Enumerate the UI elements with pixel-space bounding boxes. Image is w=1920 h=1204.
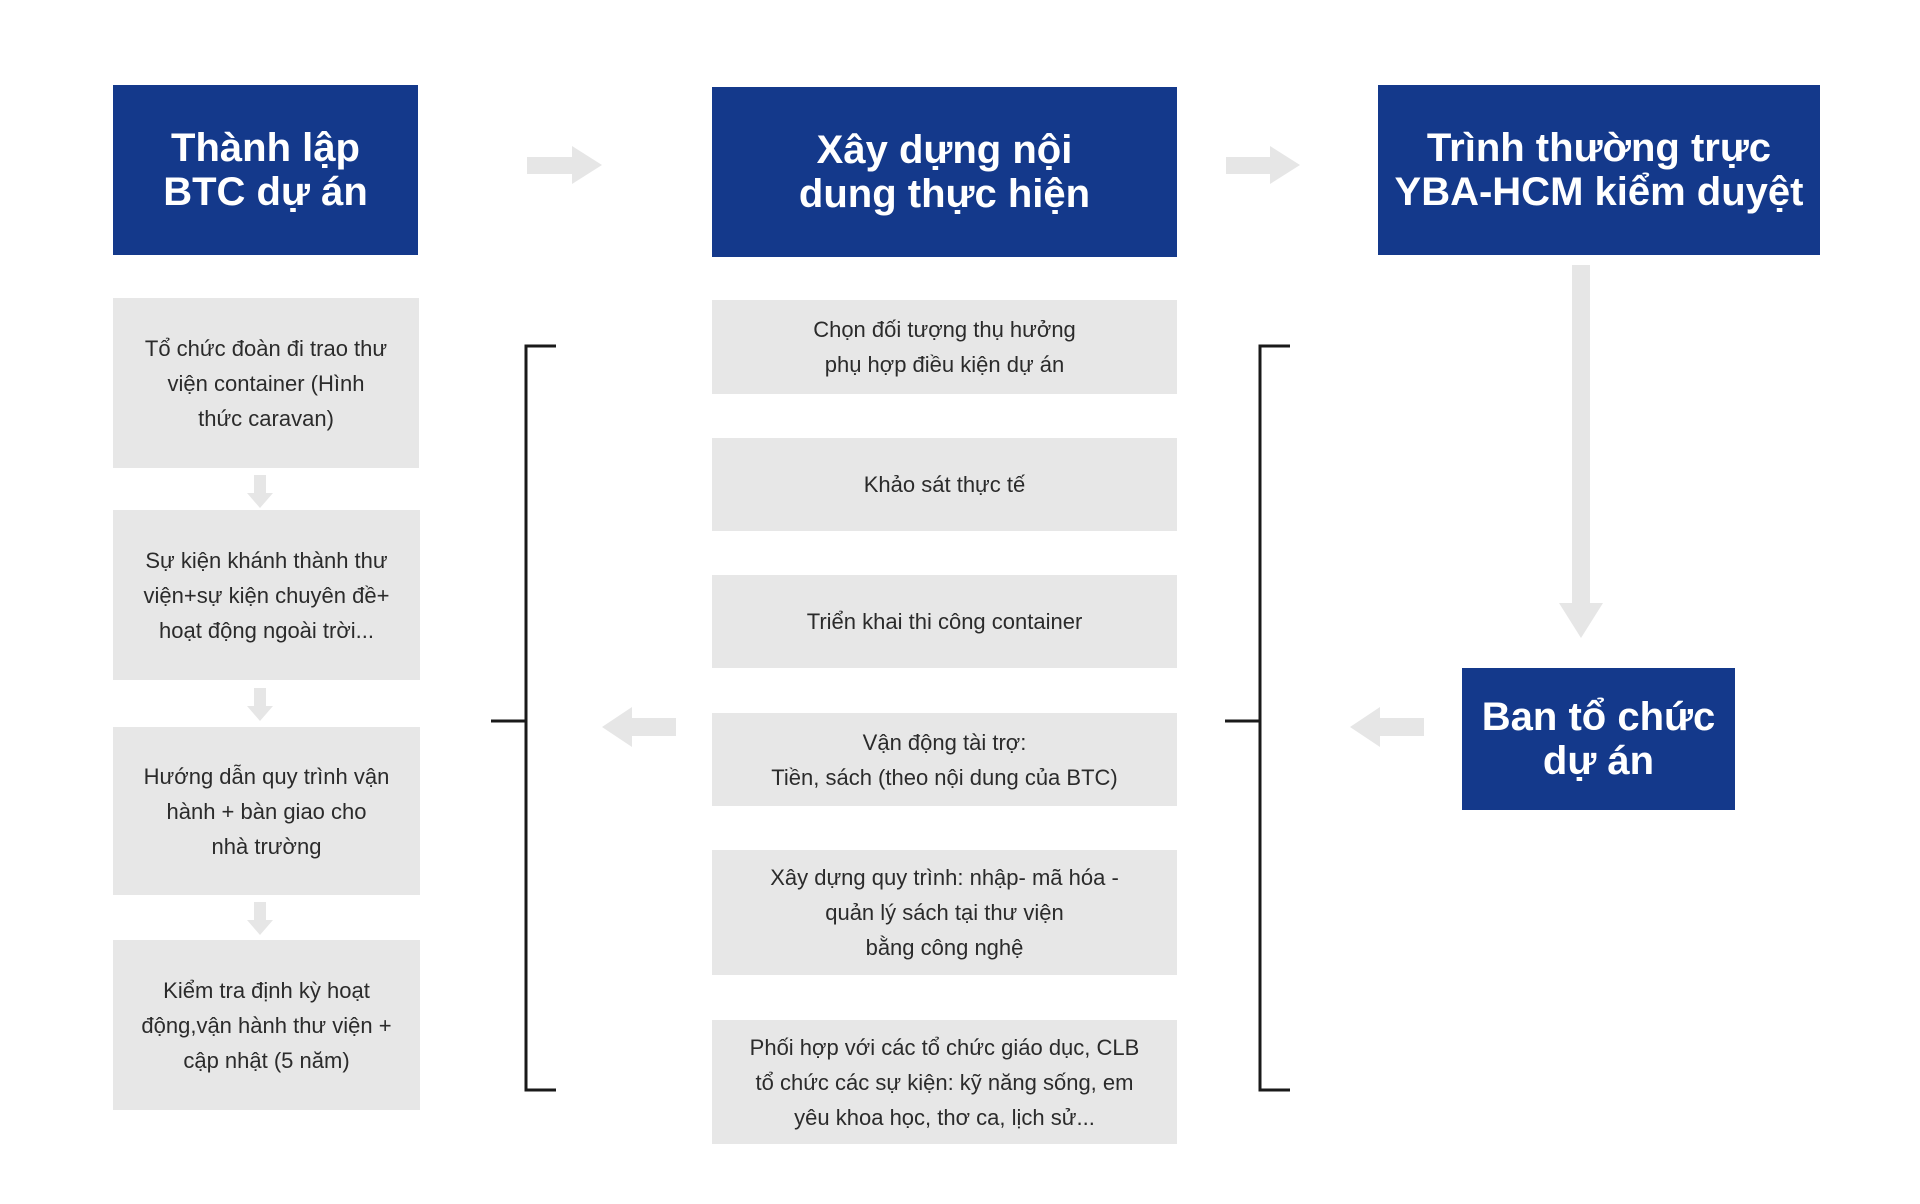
middle-step-3: Triển khai thi công container <box>712 575 1177 668</box>
left-step-4: Kiểm tra định kỳ hoạt động,vận hành thư … <box>113 940 420 1110</box>
arrow-down-small-2 <box>247 688 273 721</box>
middle-step-5: Xây dựng quy trình: nhập- mã hóa - quản … <box>712 850 1177 975</box>
header-xay-dung-noi-dung: Xây dựng nội dung thực hiện <box>712 87 1177 257</box>
bracket-left <box>491 344 556 1092</box>
header-ban-to-chuc: Ban tổ chức dự án <box>1462 668 1735 810</box>
left-step-3: Hướng dẫn quy trình vận hành + bàn giao … <box>113 727 420 895</box>
left-step-2: Sự kiện khánh thành thư viện+sự kiện chu… <box>113 510 420 680</box>
left-step-1: Tổ chức đoàn đi trao thư viện container … <box>113 298 419 468</box>
arrow-right-2 <box>1226 146 1300 184</box>
bracket-right <box>1225 344 1290 1092</box>
header-trinh-kiem-duyet: Trình thường trực YBA-HCM kiểm duyệt <box>1378 85 1820 255</box>
arrow-down-small-3 <box>247 902 273 935</box>
middle-step-1: Chọn đối tượng thụ hưởng phụ hợp điều ki… <box>712 300 1177 394</box>
header-thanh-lap-btc: Thành lập BTC dự án <box>113 85 418 255</box>
middle-step-6: Phối hợp với các tổ chức giáo dục, CLB t… <box>712 1020 1177 1144</box>
arrow-left-2 <box>602 707 676 747</box>
middle-step-4: Vận động tài trợ: Tiền, sách (theo nội d… <box>712 713 1177 806</box>
middle-step-2: Khảo sát thực tế <box>712 438 1177 531</box>
arrow-right-1 <box>527 146 602 184</box>
arrow-down-small-1 <box>247 475 273 508</box>
arrow-down-long <box>1559 265 1603 638</box>
arrow-left-1 <box>1350 707 1424 747</box>
